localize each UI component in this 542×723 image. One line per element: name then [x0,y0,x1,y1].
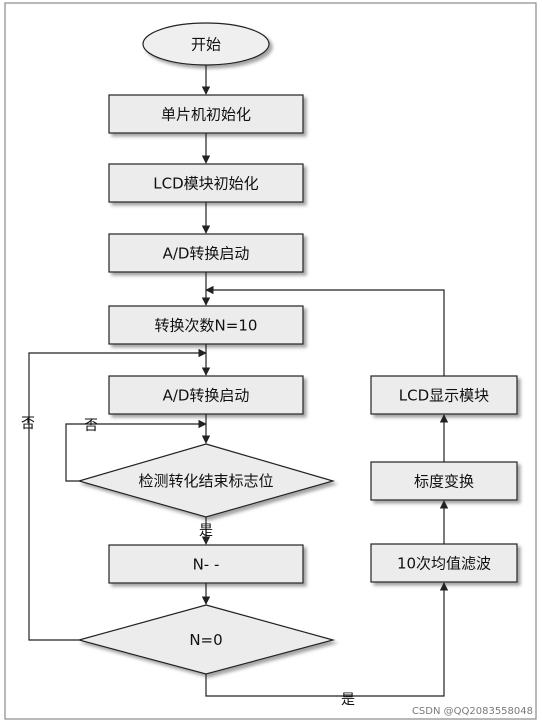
ad-start-box-1: A/D转换启动 [108,233,304,273]
scale-box: 标度变换 [370,461,518,501]
lcd-init-label: LCD模块初始化 [153,175,258,193]
flag-yes-label: 是 [199,523,213,539]
set-count-box: 转换次数N=10 [108,305,304,345]
lcd-init-box: LCD模块初始化 [108,163,304,203]
check-n-diamond: N=0 [76,604,336,675]
ad-start-2-label: A/D转换启动 [163,387,250,405]
start-node: 开始 [142,22,270,66]
decrement-box: N- - [108,544,304,584]
check-flag-label: 检测转化结束标志位 [138,472,273,490]
flag-no-label: 否 [84,418,98,434]
edge-n-no-loop [28,348,207,641]
ad-start-1-label: A/D转换启动 [163,245,250,263]
start-label: 开始 [191,36,221,54]
ad-start-box-2: A/D转换启动 [108,375,304,415]
mcu-init-label: 单片机初始化 [161,106,251,124]
lcd-show-label: LCD显示模块 [399,387,489,405]
edge-n-yes [205,582,449,697]
mcu-init-box: 单片机初始化 [108,94,304,134]
filter-label: 10次均值滤波 [397,555,491,573]
set-count-label: 转换次数N=10 [155,317,258,335]
check-flag-diamond: 检测转化结束标志位 [76,443,336,518]
check-n-label: N=0 [189,631,222,649]
filter-box: 10次均值滤波 [370,543,518,583]
outer-frame [4,2,537,720]
decrement-label: N- - [193,556,220,574]
watermark: CSDN @QQ2083558048 [412,706,533,717]
edge-lcd-loop-back [205,285,445,376]
n-no-label: 否 [21,416,35,432]
scale-label: 标度变换 [414,473,474,491]
n-yes-label: 是 [341,692,355,708]
lcd-show-box: LCD显示模块 [370,375,518,415]
edge-flag-no-loop [65,419,207,482]
